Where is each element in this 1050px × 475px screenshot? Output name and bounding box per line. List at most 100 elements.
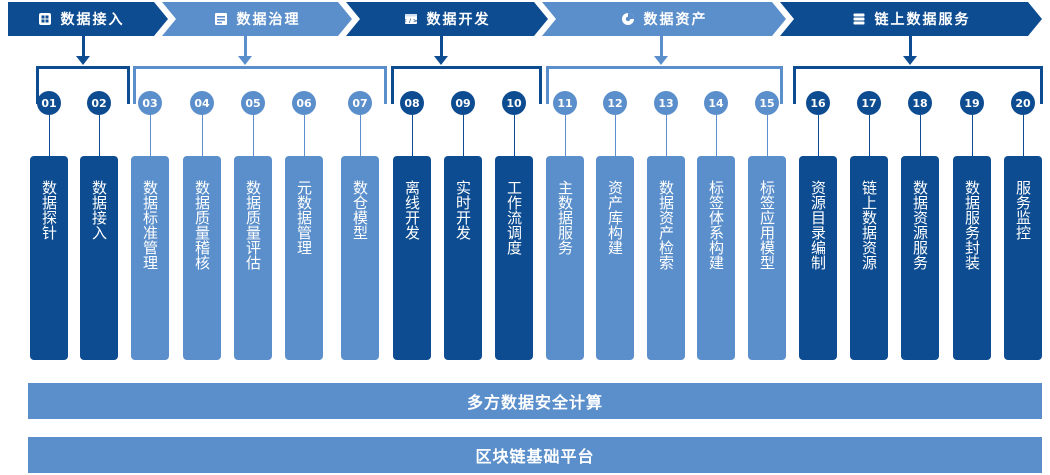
security-computing-bar: 多方数据安全计算 [28,383,1042,419]
step-connector [615,115,616,156]
phase-bracket-1 [36,66,130,104]
step-connector [1023,115,1024,156]
step-card-label: 链上数据资源 [860,180,878,270]
step-connector [49,115,50,156]
step-card-19: 数据服务封装 [953,156,991,360]
step-card-label: 资源目录编制 [809,180,827,270]
step-card-14: 标签体系构建 [697,156,735,360]
step-number-11: 11 [553,91,577,115]
step-connector [463,115,464,156]
phase-arrow-shaft [82,36,85,58]
step-card-20: 服务监控 [1004,156,1042,360]
step-number-12: 12 [603,91,627,115]
phase-chevron-shape [780,2,1042,36]
phase-bracket-2 [133,66,387,104]
step-card-18: 数据资源服务 [901,156,939,360]
step-card-13: 数据资产检索 [647,156,685,360]
step-connector [818,115,819,156]
code-window-icon: </> [404,12,418,26]
step-connector [412,115,413,156]
phase-arrow-head [238,56,252,65]
step-connector [253,115,254,156]
phase-chevron-5: 链上数据服务 [780,2,1042,36]
grid-icon [38,12,52,26]
phase-label: 数据治理 [236,12,301,28]
phase-arrow-shaft [909,36,912,58]
phase-arrow-head [434,56,448,65]
table-icon [214,12,228,26]
phase-label: 数据资产 [643,12,708,28]
step-connector [304,115,305,156]
step-number-19: 19 [960,91,984,115]
phase-bracket-3 [391,66,542,104]
step-connector [920,115,921,156]
step-card-01: 数据探针 [30,156,68,360]
step-card-label: 工作流调度 [505,180,523,255]
phase-chevron-shape [346,2,548,36]
step-card-label: 资产库构建 [606,180,624,255]
step-card-07: 数仓模型 [341,156,379,360]
step-number-03: 03 [138,91,162,115]
step-card-label: 数据资产检索 [657,180,675,270]
phase-label-group: 数据接入 [12,2,150,36]
step-card-05: 数据质量评估 [234,156,272,360]
phase-arrow-head [903,56,917,65]
step-number-02: 02 [87,91,111,115]
step-card-15: 标签应用模型 [748,156,786,360]
step-card-label: 元数据管理 [295,180,313,255]
step-connector [666,115,667,156]
step-connector [360,115,361,156]
phase-arrow-shaft [244,36,247,58]
phase-label-group: 数据资产 [560,2,768,36]
step-connector [565,115,566,156]
phase-chevron-shape [8,2,168,36]
step-card-label: 服务监控 [1014,180,1032,240]
phase-label-group: 数据治理 [180,2,334,36]
phase-chevron-4: 数据资产 [542,2,786,36]
step-number-18: 18 [908,91,932,115]
phase-label-group: </> 数据开发 [364,2,530,36]
step-card-label: 主数据服务 [556,180,574,255]
phase-chevron-2: 数据治理 [162,2,352,36]
step-connector [99,115,100,156]
step-number-04: 04 [190,91,214,115]
svg-text:</>: </> [404,19,418,25]
step-card-04: 数据质量稽核 [183,156,221,360]
step-connector [869,115,870,156]
step-connector [514,115,515,156]
step-connector [716,115,717,156]
step-card-label: 数据质量评估 [244,180,262,270]
step-card-02: 数据接入 [80,156,118,360]
step-number-09: 09 [451,91,475,115]
step-card-17: 链上数据资源 [850,156,888,360]
step-card-06: 元数据管理 [285,156,323,360]
step-card-label: 标签应用模型 [758,180,776,270]
phase-label: 数据开发 [426,12,491,28]
phase-chevron-1: 数据接入 [8,2,168,36]
step-card-label: 实时开发 [454,180,472,240]
phase-bracket-4 [546,66,783,104]
step-number-06: 06 [292,91,316,115]
blockchain-platform-bar: 区块链基础平台 [28,437,1042,473]
phase-chevron-shape [542,2,786,36]
step-card-label: 数据接入 [90,180,108,240]
phase-chevron-3: </> 数据开发 [346,2,548,36]
step-number-13: 13 [654,91,678,115]
step-number-20: 20 [1011,91,1035,115]
step-card-16: 资源目录编制 [799,156,837,360]
step-connector [202,115,203,156]
step-card-12: 资产库构建 [596,156,634,360]
phase-label-group: 链上数据服务 [798,2,1024,36]
step-card-03: 数据标准管理 [131,156,169,360]
step-card-label: 离线开发 [403,180,421,240]
step-card-08: 离线开发 [393,156,431,360]
step-connector [767,115,768,156]
step-connector [150,115,151,156]
step-number-15: 15 [755,91,779,115]
step-card-label: 数据质量稽核 [193,180,211,270]
phase-label: 链上数据服务 [874,12,971,28]
phase-arrow-head [76,56,90,65]
phase-label: 数据接入 [60,12,125,28]
phase-chevron-shape [162,2,352,36]
step-card-label: 数据服务封装 [963,180,981,270]
